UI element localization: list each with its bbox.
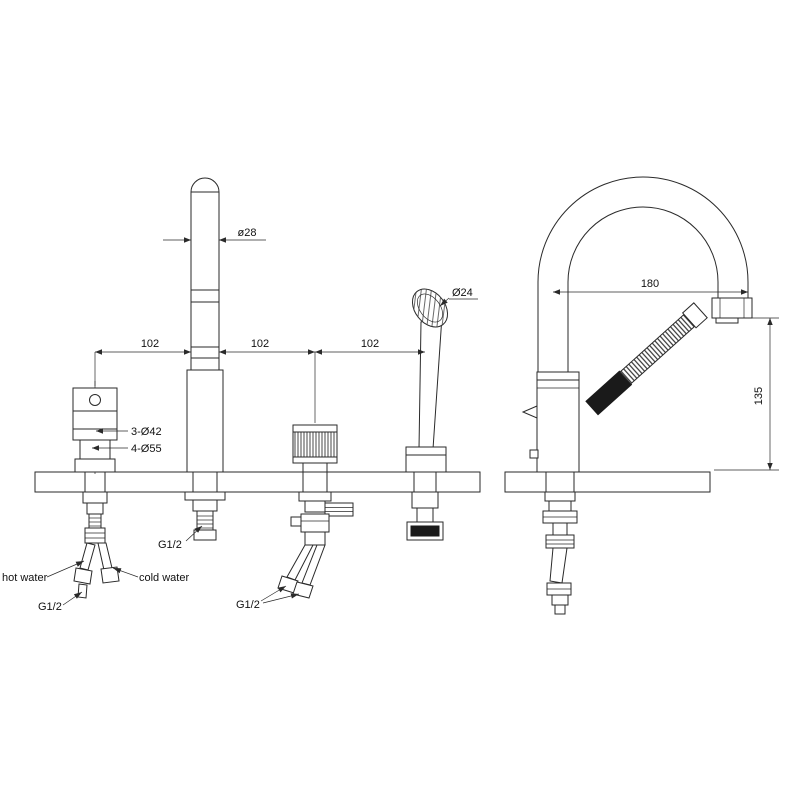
side-below-deck-assembly: [542, 491, 578, 615]
deck-section-front: [34, 471, 481, 493]
front-view: 102 102 102 ø28 Ø24 3-Ø42 4-Ø55: [2, 177, 481, 613]
dimension-reach-180: 180: [553, 278, 748, 295]
spout-front: [184, 177, 226, 541]
diverter-knob: [277, 424, 354, 599]
hand-shower-front: [405, 288, 449, 541]
deck-section-side: [504, 471, 711, 493]
dimension-spacing-102: 102 102 102: [94, 338, 425, 423]
dimension-spout-diameter: ø28: [163, 227, 266, 243]
g12-handle-label: G1/2: [38, 601, 62, 613]
dim-135-label: 135: [753, 387, 765, 405]
hand-shower-tip: [681, 302, 708, 329]
dim-102-right-label: 102: [361, 338, 379, 350]
temperature-lever: [521, 405, 538, 419]
dim-102-left-label: 102: [141, 338, 159, 350]
dimension-height-135: 135: [714, 317, 779, 471]
mixer-body-side: [521, 371, 580, 473]
spout-outlet: [711, 297, 753, 319]
cold-water-label: cold water: [139, 572, 189, 584]
dim-o28-label: ø28: [238, 227, 257, 239]
dimension-shower-diameter: Ø24: [439, 287, 478, 307]
dim-180-label: 180: [641, 278, 659, 290]
side-view: 180 135: [504, 176, 779, 615]
arched-spout: [537, 176, 753, 375]
mixer-handle-valve: [72, 381, 120, 599]
dim-o24-label: Ø24: [452, 287, 473, 299]
g12-diverter-label: G1/2: [236, 599, 260, 611]
thread-labels: G1/2 G1/2 G1/2: [38, 525, 300, 613]
g12-spout-label: G1/2: [158, 539, 182, 551]
water-supply-labels: hot water cold water: [2, 560, 189, 584]
hot-water-label: hot water: [2, 572, 48, 584]
dim-102-middle-label: 102: [251, 338, 269, 350]
hand-shower-side: [585, 302, 708, 416]
dimension-mount-holes: 3-Ø42 4-Ø55: [92, 426, 162, 455]
dim-3o42-label: 3-Ø42: [131, 426, 162, 438]
dim-4o55-label: 4-Ø55: [131, 443, 162, 455]
hand-shower-head: [411, 288, 449, 328]
